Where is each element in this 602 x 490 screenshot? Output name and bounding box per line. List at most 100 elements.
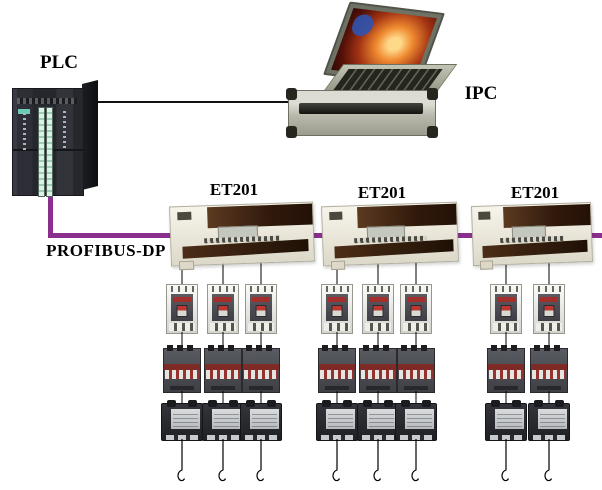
relay-label-plate	[250, 409, 279, 429]
breaker-center-panel	[212, 294, 234, 321]
contactor-top-terminals	[534, 345, 564, 351]
feeder-branch	[527, 262, 571, 486]
relay-label-text-lines	[328, 411, 353, 427]
circuit-breaker-icon	[400, 284, 432, 334]
relay-label-plate	[367, 409, 396, 429]
contactor-foot	[249, 386, 273, 390]
relay-knob	[491, 400, 500, 407]
relay-label-text-lines	[252, 411, 277, 427]
relay-label-text-lines	[497, 411, 522, 427]
et201-label-2: ET201	[357, 183, 407, 202]
wire-contactor-to-relay	[336, 391, 338, 403]
breaker-center-panel	[367, 294, 389, 321]
breaker-top-terminals	[248, 286, 274, 292]
breaker-red-band	[214, 297, 232, 302]
contactor-icon	[204, 345, 242, 393]
plc-led-strip	[46, 107, 53, 197]
relay-knob	[229, 400, 238, 407]
motor-wire-hook-icon	[501, 439, 510, 482]
profibus-dp-label: PROFIBUS-DP	[46, 241, 166, 260]
wire-contactor-to-relay	[222, 391, 224, 403]
motor-wire-hook-icon	[218, 439, 227, 482]
wire-breaker-to-contactor	[505, 332, 507, 348]
ipc-corner-bumper	[427, 126, 438, 138]
relay-knob	[534, 400, 543, 407]
thermal-overload-relay-icon	[316, 400, 358, 441]
wire-breaker-to-contactor	[415, 332, 417, 348]
wire-contactor-to-relay	[377, 391, 379, 403]
contactor-icon	[242, 345, 280, 393]
breaker-top-terminals	[403, 286, 429, 292]
contactor-top-terminals	[491, 345, 521, 351]
ipc-drive-slot	[299, 103, 423, 114]
et201-top-band	[502, 203, 591, 228]
et201-top-band	[356, 203, 457, 229]
relay-feet	[321, 435, 353, 440]
breaker-top-terminals	[169, 286, 195, 292]
et201-foot-tab	[479, 260, 493, 270]
breaker-bottom-terminals	[248, 323, 274, 331]
wire-breaker-to-contactor	[222, 332, 224, 348]
breaker-red-band	[497, 297, 515, 302]
ipc-device-image	[286, 1, 458, 138]
relay-label-plate	[326, 409, 355, 429]
breaker-red-band	[173, 297, 191, 302]
contactor-red-band	[243, 364, 279, 370]
breaker-center-panel	[171, 294, 193, 321]
thermal-overload-relay-icon	[161, 400, 203, 441]
wire-et201-to-breaker	[181, 262, 183, 284]
wire-contactor-to-relay	[415, 391, 417, 403]
ipc-chassis-base	[286, 88, 438, 138]
breaker-bottom-terminals	[210, 323, 236, 331]
motor-wire-hook-icon	[177, 439, 186, 482]
ipc-keyboard-keys	[333, 69, 443, 90]
relay-knob	[246, 400, 255, 407]
contactor-top-terminals	[322, 345, 352, 351]
et201-module-image	[470, 201, 594, 270]
ipc-screen-blue-object	[349, 13, 377, 37]
motor-wire-hook-icon	[332, 439, 341, 482]
feeder-branch	[239, 262, 283, 486]
wire-contactor-to-relay	[181, 391, 183, 403]
contactor-red-band	[531, 364, 567, 370]
circuit-breaker-icon	[321, 284, 353, 334]
plc-side-face	[82, 80, 98, 190]
breaker-bottom-terminals	[324, 323, 350, 331]
relay-knob	[512, 400, 521, 407]
circuit-breaker-icon	[207, 284, 239, 334]
breaker-top-terminals	[324, 286, 350, 292]
wire-breaker-to-contactor	[548, 332, 550, 348]
feeder-branch	[356, 262, 400, 486]
contactor-terminal-row	[320, 370, 354, 379]
plc-status-leds	[23, 113, 26, 151]
relay-feet	[166, 435, 198, 440]
contactor-red-band	[164, 364, 200, 370]
wire-contactor-to-relay	[548, 391, 550, 403]
breaker-center-panel	[538, 294, 560, 321]
plc-ipc-link-line	[91, 101, 288, 103]
thermal-overload-relay-icon	[202, 400, 244, 441]
relay-knob	[267, 400, 276, 407]
contactor-red-band	[360, 364, 396, 370]
breaker-toggle	[255, 305, 267, 317]
breaker-red-band	[369, 297, 387, 302]
contactor-icon	[530, 345, 568, 393]
circuit-breaker-icon	[533, 284, 565, 334]
contactor-foot	[366, 386, 390, 390]
contactor-icon	[359, 345, 397, 393]
breaker-red-band	[540, 297, 558, 302]
contactor-terminal-row	[165, 370, 199, 379]
contactor-icon	[163, 345, 201, 393]
plc-label: PLC	[40, 52, 78, 73]
contactor-foot	[494, 386, 518, 390]
relay-knob	[401, 400, 410, 407]
contactor-terminal-row	[361, 370, 395, 379]
et201-label-1: ET201	[209, 180, 259, 199]
relay-knob	[188, 400, 197, 407]
relay-feet	[533, 435, 565, 440]
breaker-toggle	[176, 305, 188, 317]
thermal-overload-relay-icon	[357, 400, 399, 441]
contactor-red-band	[398, 364, 434, 370]
plc-status-leds	[63, 111, 66, 149]
relay-feet	[362, 435, 394, 440]
